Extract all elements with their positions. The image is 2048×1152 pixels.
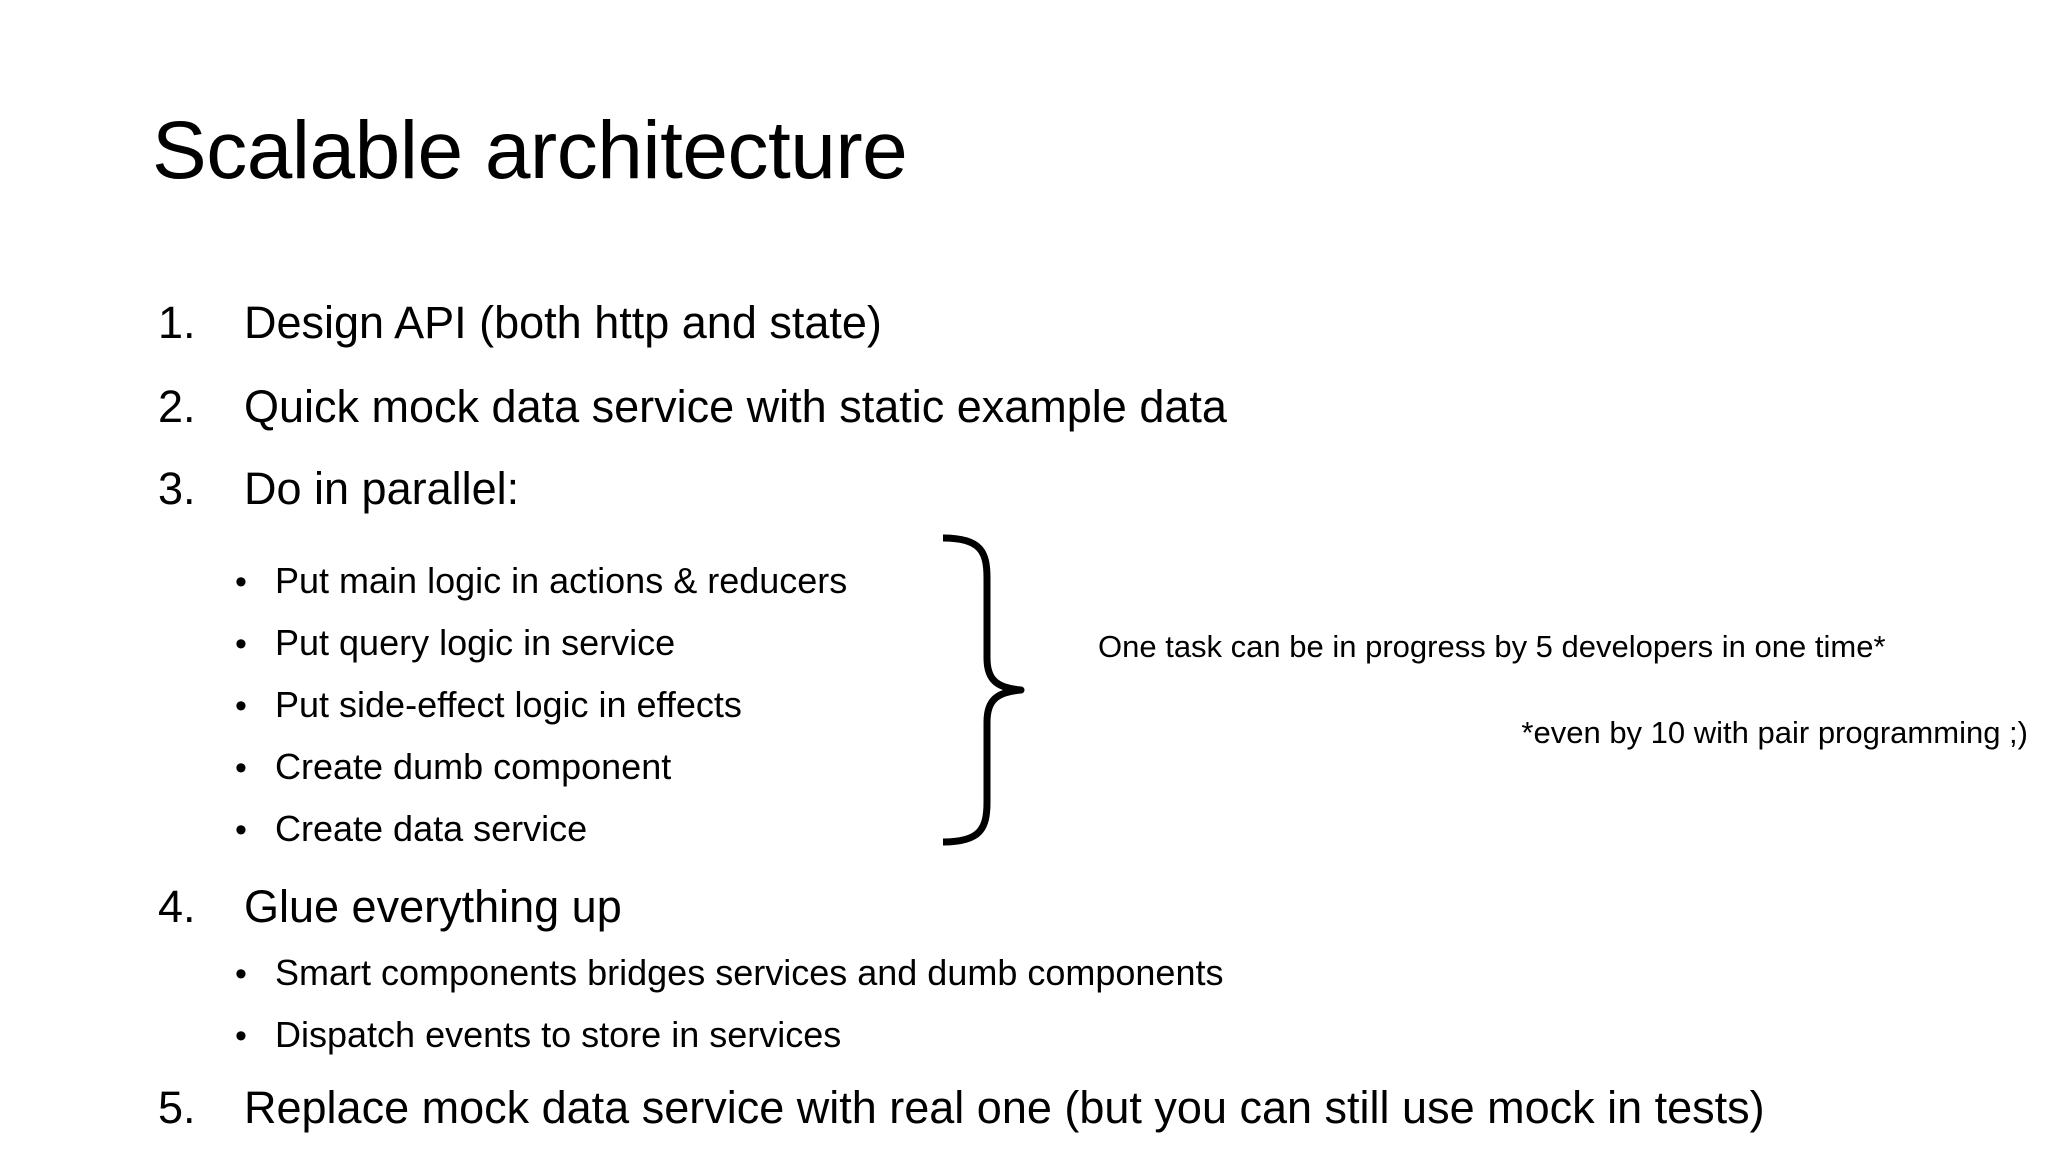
list-item-step-4: 4. Glue everything up <box>0 884 2048 929</box>
step-3-label: Do in parallel: <box>244 463 520 514</box>
annotation-line-1: One task can be in progress by 5 develop… <box>1098 629 1886 664</box>
parallel-task-3-label: Put side-effect logic in effects <box>275 684 742 725</box>
step-3-marker: 3. <box>158 463 196 514</box>
glue-task-2-label: Dispatch events to store in services <box>275 1014 842 1055</box>
parallel-task-1-label: Put main logic in actions & reducers <box>275 560 848 601</box>
list-item-parallel-4: • Create dumb component <box>0 746 2048 787</box>
bullet-icon: • <box>235 563 247 601</box>
list-item-parallel-2: • Put query logic in service <box>0 622 2048 663</box>
step-1-label: Design API (both http and state) <box>244 297 882 348</box>
page-title: Scalable architecture <box>152 105 908 196</box>
step-1-marker: 1. <box>158 297 196 348</box>
parallel-task-5-label: Create data service <box>275 808 588 849</box>
list-item-step-3: 3. Do in parallel: <box>0 466 2048 511</box>
bullet-icon: • <box>235 625 247 663</box>
step-5-label: Replace mock data service with real one … <box>244 1082 1765 1133</box>
step-4-label: Glue everything up <box>244 881 622 932</box>
list-item-step-2: 2. Quick mock data service with static e… <box>0 384 2048 429</box>
step-5-marker: 5. <box>158 1082 196 1133</box>
list-item-glue-1: • Smart components bridges services and … <box>0 952 2048 993</box>
parallel-task-2-label: Put query logic in service <box>275 622 676 663</box>
list-item-parallel-1: • Put main logic in actions & reducers <box>0 560 2048 601</box>
bullet-icon: • <box>235 811 247 849</box>
parallel-task-4-label: Create dumb component <box>275 746 672 787</box>
bullet-icon: • <box>235 1017 247 1055</box>
step-2-label: Quick mock data service with static exam… <box>244 381 1227 432</box>
step-4-marker: 4. <box>158 881 196 932</box>
annotation-block: One task can be in progress by 5 develop… <box>1098 629 2028 751</box>
bullet-icon: • <box>235 687 247 725</box>
bullet-icon: • <box>235 749 247 787</box>
list-item-step-5: 5. Replace mock data service with real o… <box>0 1085 2048 1130</box>
step-2-marker: 2. <box>158 381 196 432</box>
list-item-glue-2: • Dispatch events to store in services <box>0 1014 2048 1055</box>
list-item-step-1: 1. Design API (both http and state) <box>0 300 2048 345</box>
glue-task-1-label: Smart components bridges services and du… <box>275 952 1224 993</box>
bullet-icon: • <box>235 955 247 993</box>
annotation-line-2: *even by 10 with pair programming ;) <box>1521 715 2028 751</box>
list-item-parallel-5: • Create data service <box>0 808 2048 849</box>
list-item-parallel-3: • Put side-effect logic in effects <box>0 684 2048 725</box>
